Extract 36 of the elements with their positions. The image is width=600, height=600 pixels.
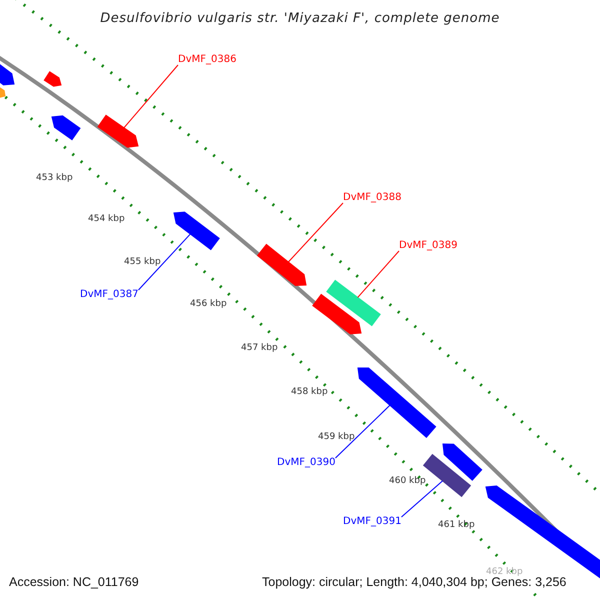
scale-label: 453 kbp <box>36 174 73 183</box>
gene-feature <box>357 368 436 438</box>
gene-feature <box>256 244 307 286</box>
scale-label: 455 kbp <box>124 258 161 267</box>
footer-text: Topology: circular; Length: 4,040,304 bp; Genes: 3,256 <box>262 576 566 588</box>
leader-line <box>124 64 178 128</box>
leader-line <box>357 250 400 298</box>
gene-label: DvMF_0390 <box>277 458 336 468</box>
leader-line <box>400 480 444 518</box>
gene-label: DvMF_0391 <box>343 517 402 527</box>
gene-label: DvMF_0389 <box>399 241 458 251</box>
scale-label: 454 kbp <box>88 215 125 224</box>
gene-feature <box>44 71 62 87</box>
scale-label: 462 kbp <box>486 568 523 577</box>
leader-line <box>138 234 191 290</box>
gene-feature <box>0 86 6 98</box>
gene-feature <box>485 485 600 578</box>
footer-text: Accession: NC_011769 <box>9 576 139 588</box>
scale-label: 461 kbp <box>438 521 475 530</box>
scale-label: 459 kbp <box>318 433 355 442</box>
leader-line <box>334 404 390 458</box>
title: Desulfovibrio vulgaris str. 'Miyazaki F', complete genome <box>99 12 501 25</box>
gene-label: DvMF_0388 <box>343 193 402 203</box>
scale-label: 458 kbp <box>291 388 328 397</box>
gene-label: DvMF_0386 <box>178 55 236 65</box>
scale-label: 457 kbp <box>241 344 278 353</box>
gene-feature <box>442 443 482 481</box>
gene-feature <box>326 280 381 326</box>
gene-label: DvMF_0387 <box>80 290 138 300</box>
gene-feature <box>312 294 362 334</box>
scale-label: 460 kbp <box>389 477 426 486</box>
scale-label: 456 kbp <box>190 300 227 309</box>
gene-feature <box>97 114 139 148</box>
gene-feature <box>51 115 81 140</box>
gene-feature <box>173 212 220 250</box>
leader-line <box>288 202 344 263</box>
